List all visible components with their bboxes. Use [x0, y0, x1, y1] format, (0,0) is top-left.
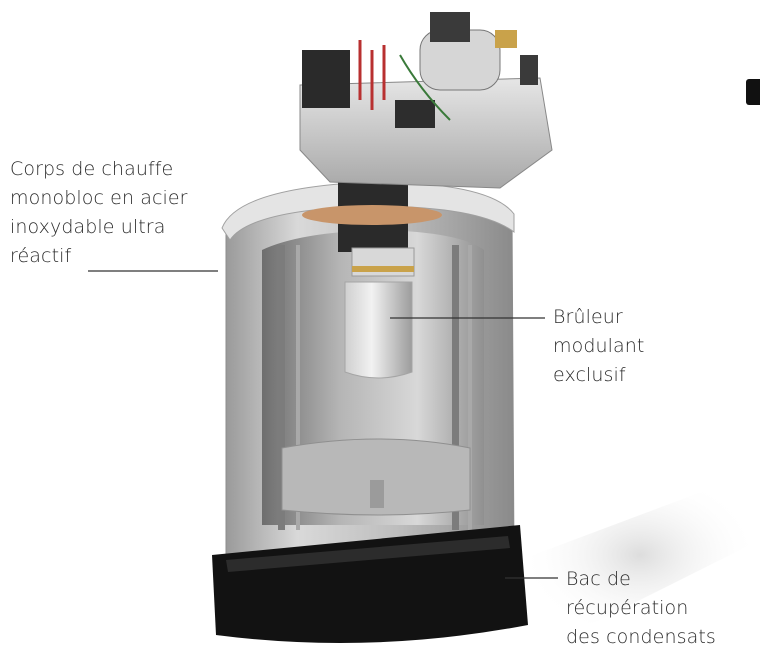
wiring: [399, 54, 451, 121]
drain-tube: [370, 480, 384, 508]
brass-fitting: [495, 30, 517, 48]
label-line: des condensats: [566, 626, 716, 648]
label-condensate-tray: Bac de récupération des condensats: [566, 565, 716, 652]
burner-gold-band: [352, 266, 414, 272]
label-burner: Brûleur modulant exclusif: [553, 303, 644, 390]
connector: [520, 55, 538, 85]
label-line: exclusif: [553, 364, 626, 386]
tie-rod: [278, 245, 285, 530]
corner-tab-mark: [746, 79, 760, 105]
label-line: monobloc en acier: [10, 187, 188, 209]
tie-rod: [468, 245, 472, 530]
label-line: inoxydable ultra: [10, 216, 166, 238]
wiring: [358, 40, 386, 110]
label-line: réactif: [10, 245, 72, 267]
valve-block: [430, 12, 470, 42]
tie-rod: [296, 245, 300, 530]
tray-highlight: [226, 536, 510, 572]
tie-rod: [452, 245, 459, 530]
top-lid: [221, 181, 515, 241]
label-heat-body: Corps de chauffe monobloc en acier inoxy…: [10, 155, 188, 271]
label-line: Corps de chauffe: [10, 158, 174, 180]
relay-block: [395, 100, 435, 128]
label-line: Bac de: [566, 568, 631, 590]
label-line: modulant: [553, 335, 645, 357]
burner-body: [344, 281, 413, 379]
heat-sink: [302, 50, 350, 108]
floor-shadow: [520, 470, 760, 640]
control-head-housing: [299, 77, 553, 189]
bottom-bowl: [281, 438, 471, 516]
copper-gasket: [302, 205, 442, 225]
label-line: récupération: [566, 597, 689, 619]
label-line: Brûleur: [553, 306, 623, 328]
